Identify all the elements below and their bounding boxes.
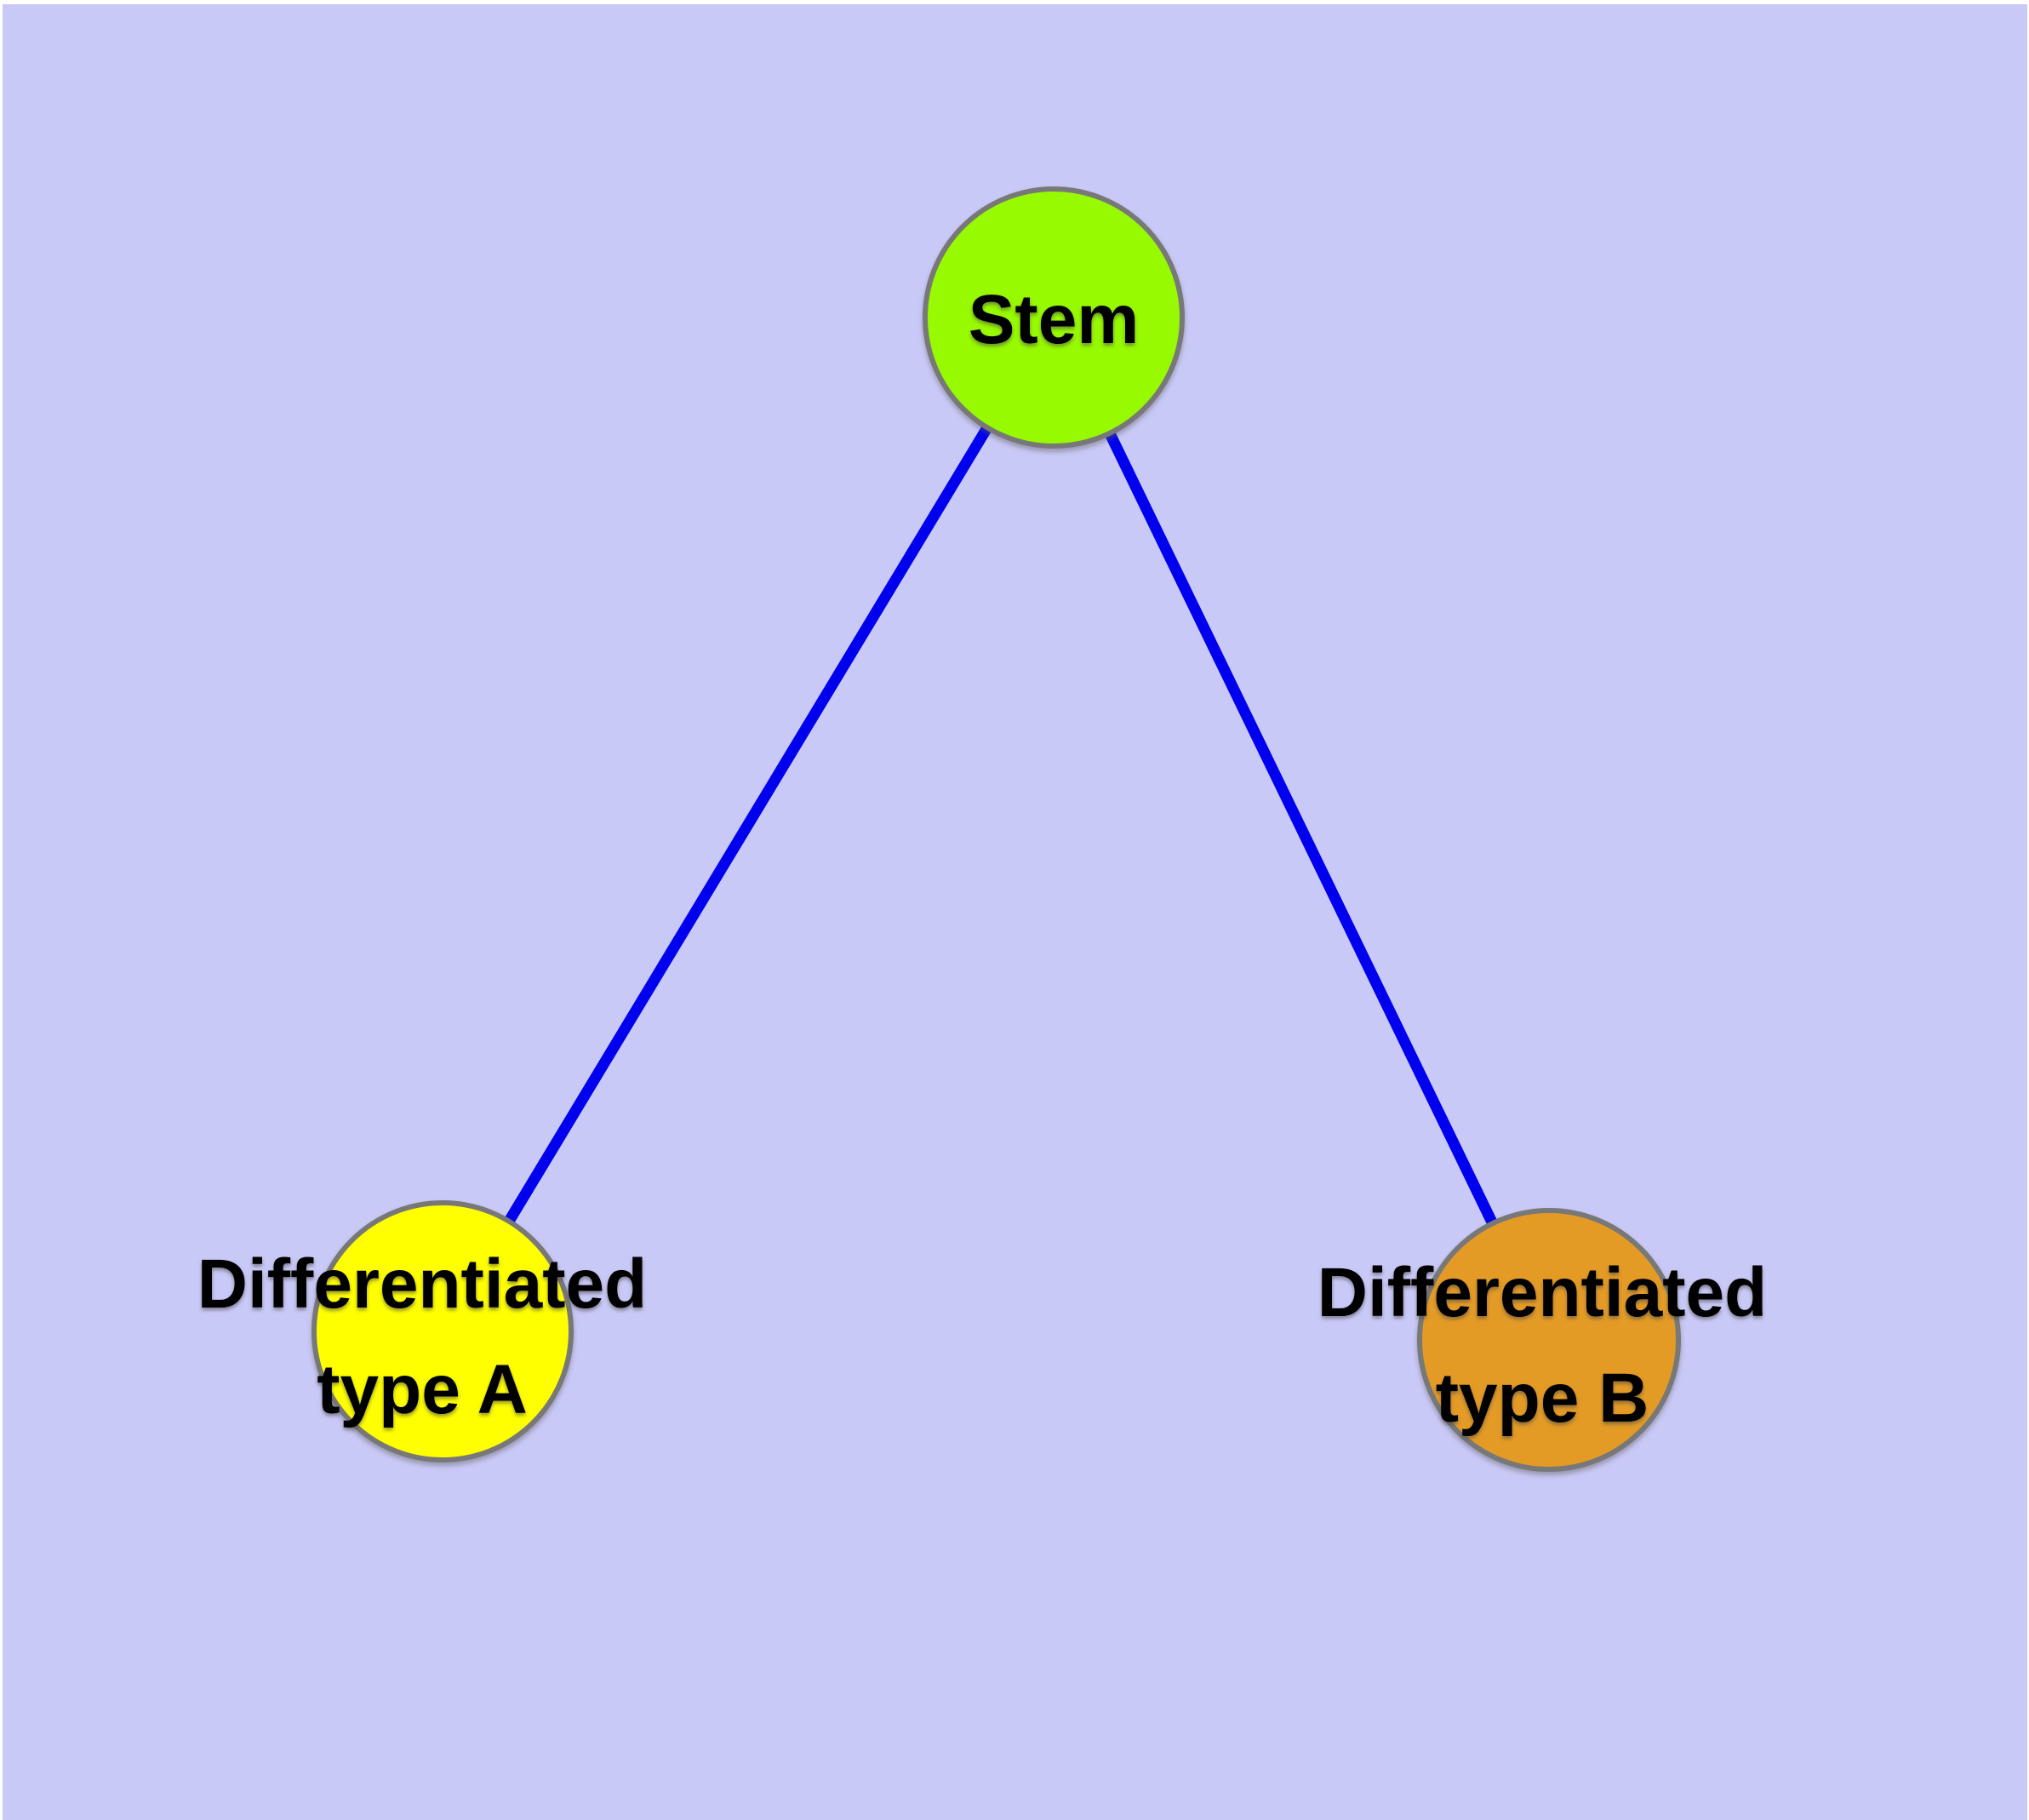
type-b-label-line2: type B: [1436, 1359, 1649, 1437]
edge-stem-to-type-a: [437, 314, 1059, 1335]
type-a-label-line1: Differentiated: [197, 1245, 648, 1323]
stem-node-label: Stem: [969, 281, 1140, 358]
type-b-node-label: Differentiated type B: [1317, 1254, 1768, 1437]
type-a-node-circle: [311, 1200, 574, 1462]
type-b-label-line1: Differentiated: [1317, 1254, 1768, 1331]
type-b-node-circle: [1417, 1208, 1681, 1472]
edge-stem-to-type-b: [1049, 315, 1554, 1342]
type-a-node-label: Differentiated type A: [197, 1245, 648, 1428]
type-a-label-line2: type A: [317, 1351, 528, 1428]
stem-node-circle: [923, 186, 1185, 449]
